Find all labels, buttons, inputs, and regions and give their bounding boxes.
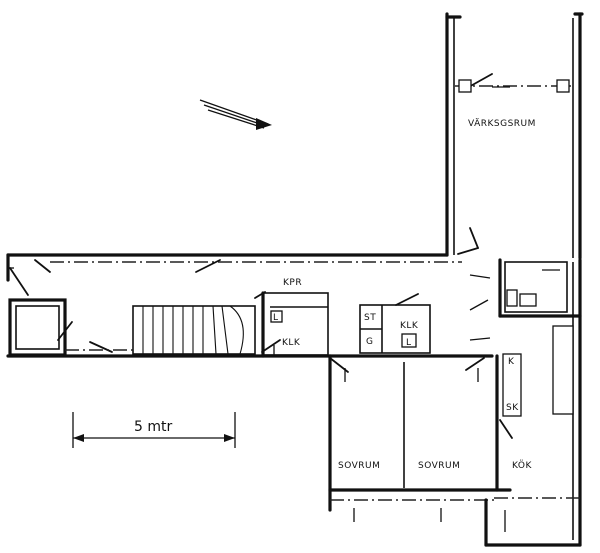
pantry-walls: [504, 261, 568, 313]
klk-right-door: [395, 293, 419, 306]
scale-bar: 5 mtr: [72, 412, 236, 448]
workshop-pillar-right: [556, 79, 570, 93]
scale-bar-left-arrow: [73, 434, 84, 442]
klk-right-label: KLK: [400, 321, 419, 331]
bedroom-2-label: SOVRUM: [418, 461, 460, 471]
vestibule-walls: [8, 298, 67, 357]
stair-outline: [132, 305, 256, 355]
l-left-label: L: [273, 313, 279, 323]
vestibule: [8, 267, 73, 357]
scale-bar-right-arrow: [224, 434, 235, 442]
north-arrow-line-2: [203, 104, 267, 127]
vestibule-inner: [15, 305, 60, 350]
workshop-wing: VÄRKSGSRUM: [445, 12, 584, 260]
south-facade-left: [6, 349, 332, 358]
north-arrow: [199, 99, 272, 130]
workshop-corridor-door: [469, 227, 479, 249]
k-label: K: [508, 357, 515, 367]
sk-label: SK: [506, 403, 519, 413]
kpr-door: [254, 291, 266, 299]
corridor-arrow-3: [469, 337, 491, 341]
corridor-door-1: [195, 259, 221, 273]
g-label: G: [366, 337, 373, 347]
corridor-arrow-1: [469, 274, 491, 279]
stair-step: [212, 305, 217, 355]
workshop-label: VÄRKSGSRUM: [468, 118, 536, 129]
klk-right-block: ST G KLK L: [359, 293, 431, 354]
bedrooms: SOVRUM SOVRUM: [328, 354, 512, 522]
kitchen-label: KÖK: [512, 460, 532, 471]
kitchen-counter: [502, 353, 522, 417]
bedroom-1-label: SOVRUM: [338, 461, 380, 471]
st-label: ST: [364, 313, 376, 323]
bedroom-2-door: [465, 357, 485, 371]
workshop-pillar-left: [458, 79, 472, 93]
kitchen-cabinets: [552, 325, 574, 415]
north-arrow-head: [256, 118, 272, 130]
north-arrow-line-3: [207, 109, 265, 129]
north-facade: [6, 227, 479, 282]
entry-door-west: [34, 259, 51, 273]
kitchen: K SK KÖK: [469, 258, 582, 547]
scale-bar-label: 5 mtr: [134, 419, 172, 435]
pantry-fixture: [506, 289, 518, 307]
kitchen-door: [499, 419, 513, 439]
klk-left-door: [261, 339, 281, 353]
kpr-label: KPR: [283, 278, 302, 288]
pantry-box: [519, 293, 537, 307]
stair-curve: [229, 305, 244, 355]
stair-step: [221, 305, 229, 355]
kpr-klk-left: KPR L KLK: [254, 278, 329, 358]
vestibule-door: [9, 267, 29, 296]
stair: [89, 305, 256, 355]
corridor-arrow-2: [469, 299, 489, 311]
workshop-corridor-door-leaf: [457, 247, 479, 255]
toilet-right: [401, 333, 417, 348]
toilet-left: [270, 310, 283, 323]
l-right-label: L: [406, 338, 412, 348]
vestibule-inner-door: [57, 321, 73, 341]
klk-left-label: KLK: [282, 338, 301, 348]
